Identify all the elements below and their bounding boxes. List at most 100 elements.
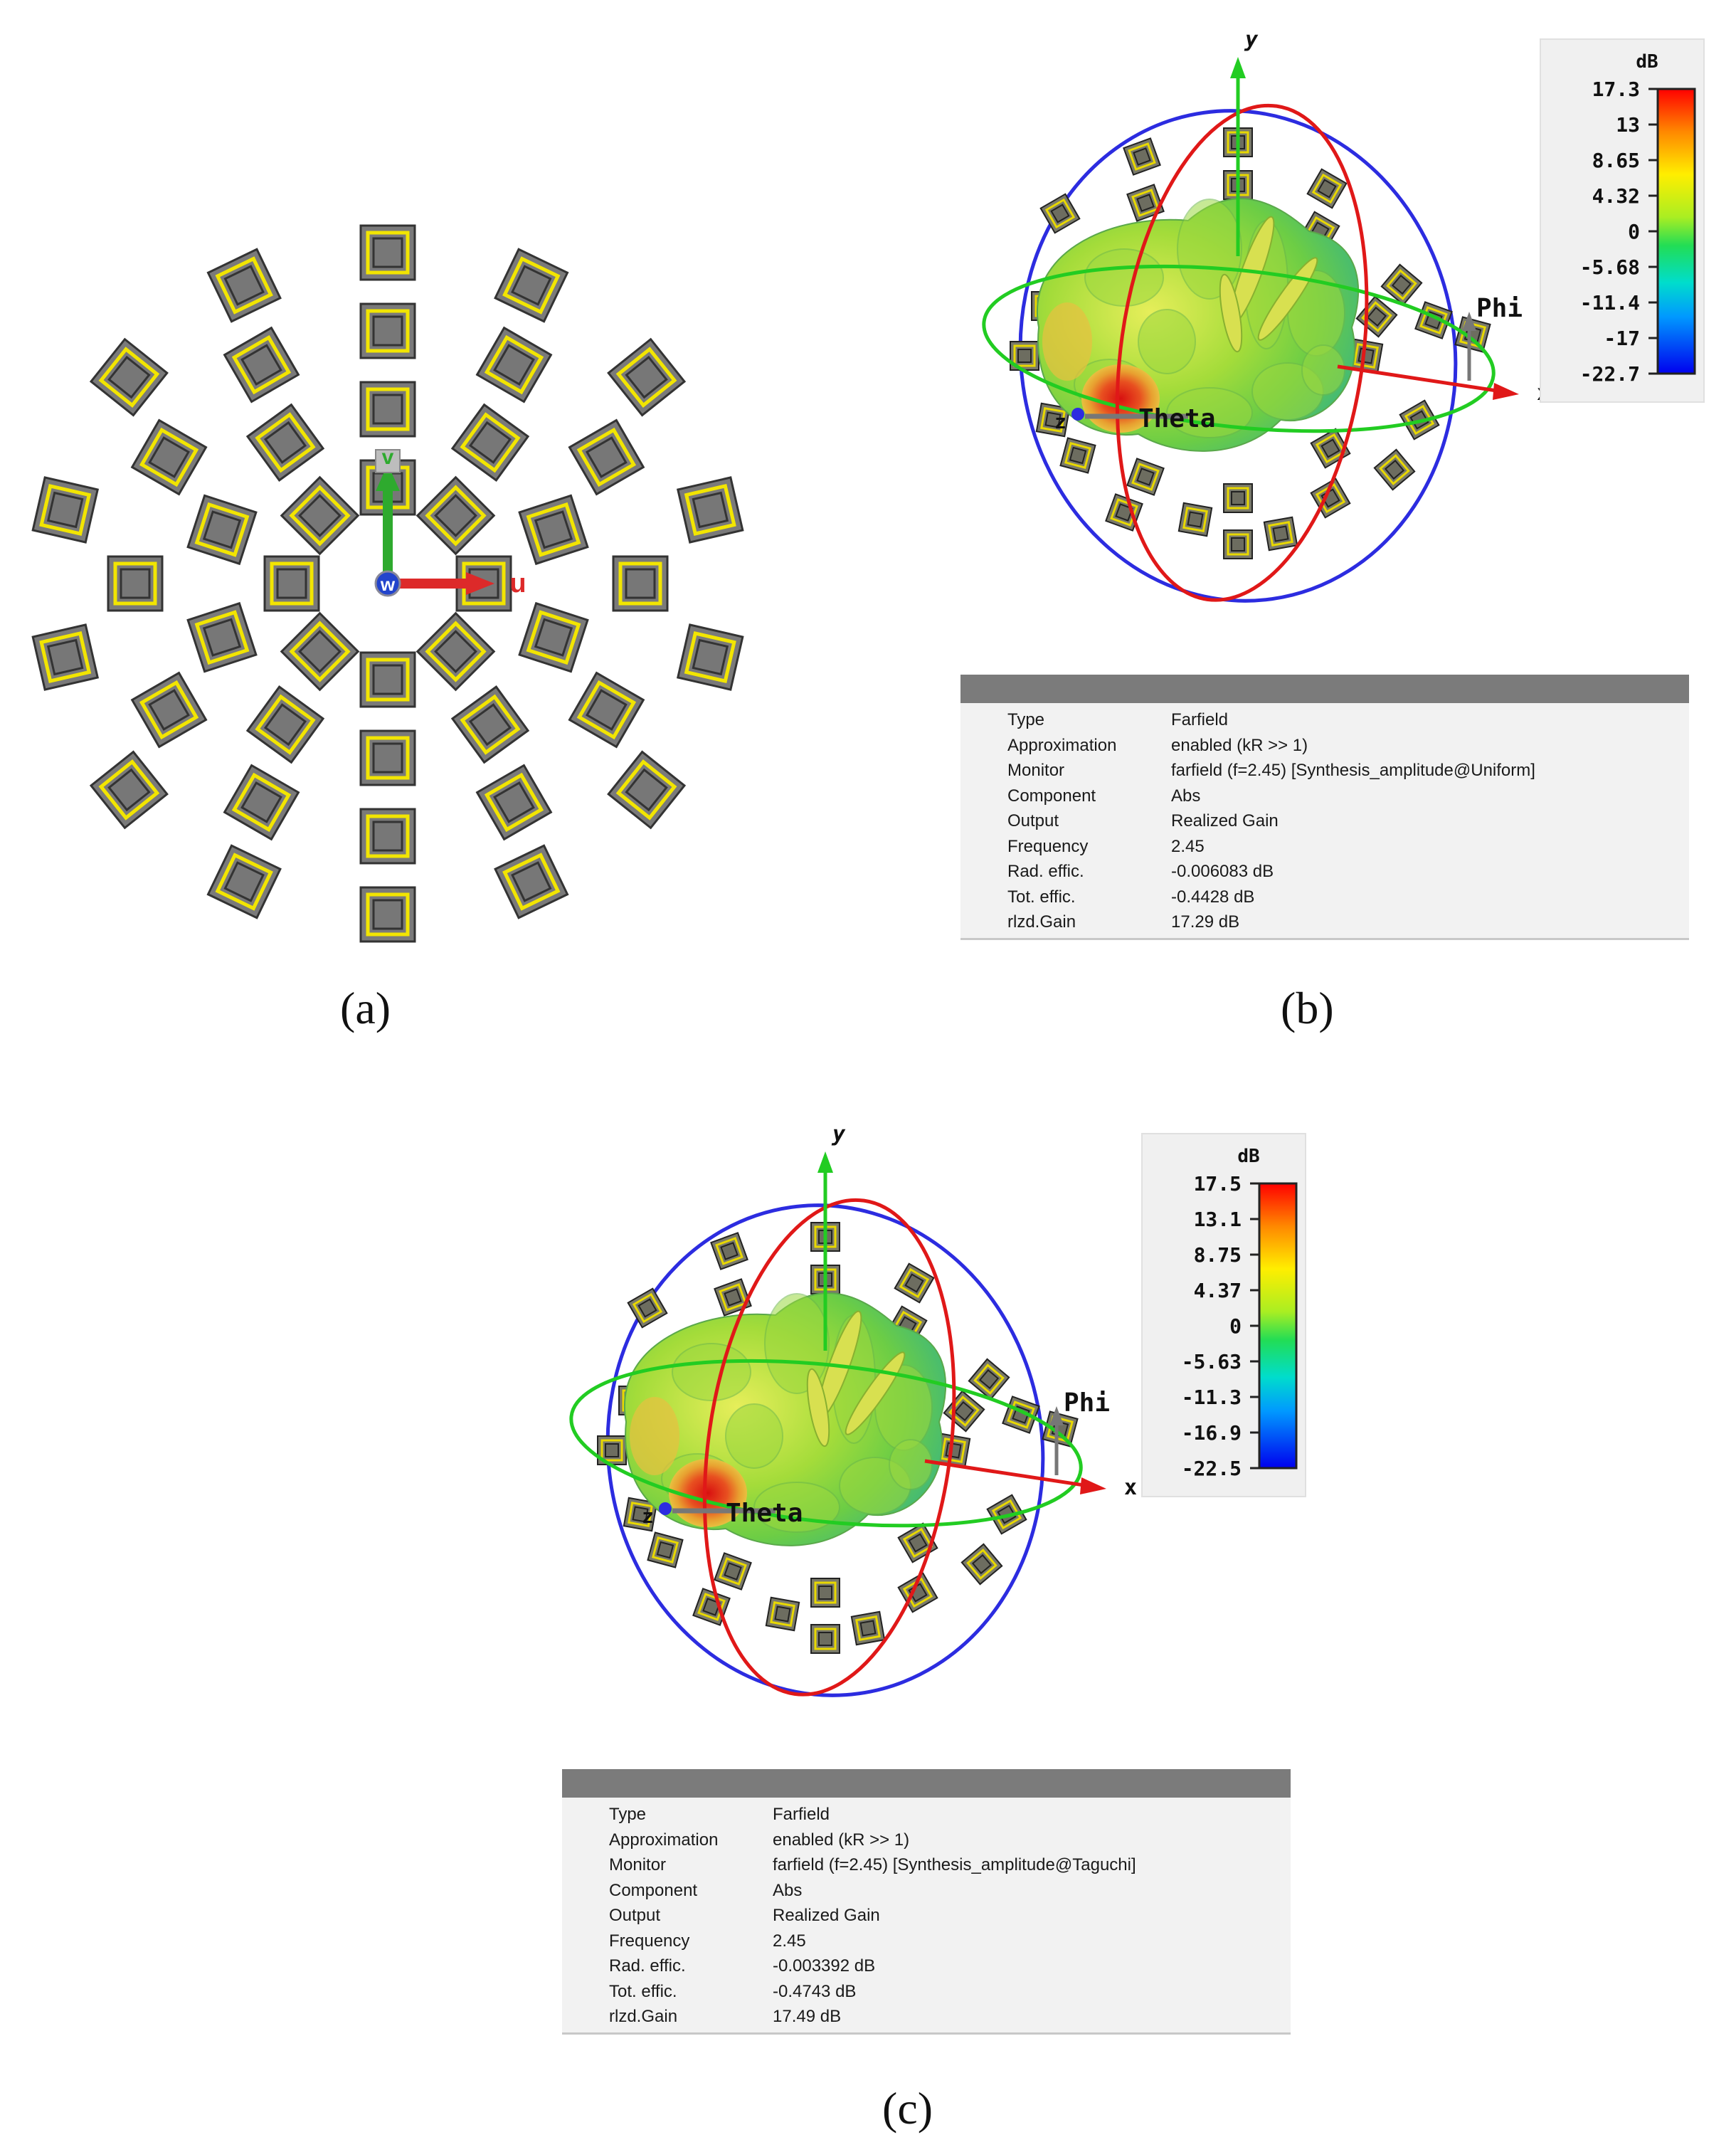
array-element: [1177, 502, 1213, 537]
array-element: [1306, 168, 1348, 209]
farfield-3d-panel-b: yxPhizThetadB17.3138.654.320-5.68-11.4-1…: [939, 27, 1736, 669]
array-element: [1059, 437, 1096, 474]
array-elements-3d: [597, 1222, 1079, 1654]
array-element: [450, 685, 530, 764]
info-value: 2.45: [773, 1931, 806, 1951]
array-element: [960, 1543, 1003, 1586]
info-box-b-header: [960, 675, 1689, 703]
array-element: [810, 1578, 840, 1608]
array-element: [89, 337, 169, 417]
color-scale-unit: dB: [1636, 51, 1658, 73]
info-label: Approximation: [1007, 735, 1117, 755]
info-box-c-header: [562, 1769, 1291, 1798]
array-element: [475, 326, 553, 404]
array-layout-svg: v u w: [31, 224, 744, 943]
color-scale-tick: -5.68: [1580, 255, 1640, 279]
array-element: [968, 1358, 1010, 1401]
x-axis-label: x: [1124, 1475, 1137, 1500]
w-axis: w: [374, 570, 401, 597]
array-element: [627, 1287, 668, 1329]
array-element: [1039, 193, 1081, 234]
array-element: [245, 403, 325, 482]
array-element: [206, 248, 282, 323]
color-scale-tick: 13.1: [1194, 1208, 1242, 1231]
caption-a: (a): [340, 983, 391, 1033]
info-value: -0.4428 dB: [1171, 887, 1255, 907]
array-element: [359, 381, 416, 438]
green-circle: [982, 264, 1496, 433]
array-element: [612, 555, 669, 612]
info-value: enabled (kR >> 1): [773, 1830, 910, 1850]
info-label: Frequency: [609, 1931, 690, 1951]
array-element: [623, 1497, 658, 1532]
color-scale-tick: -11.3: [1182, 1386, 1242, 1409]
info-value: -0.4743 dB: [773, 1981, 857, 2001]
info-value: Abs: [1171, 786, 1201, 806]
info-label: rlzd.Gain: [1007, 912, 1076, 932]
array-element: [518, 601, 589, 673]
info-value: Farfield: [1171, 710, 1229, 729]
array-element: [1223, 483, 1253, 513]
array-element: [1010, 341, 1039, 371]
array-element: [1223, 529, 1253, 559]
array-element: [223, 764, 300, 841]
info-value: Abs: [773, 1880, 803, 1900]
array-element: [1348, 338, 1384, 374]
green-circle: [569, 1359, 1083, 1528]
array-element: [359, 808, 416, 865]
radiation-pattern: [624, 1292, 947, 1546]
array-element: [359, 302, 416, 359]
info-label: Component: [1007, 786, 1096, 806]
phi-label: Phi: [1476, 294, 1523, 323]
array-element: [31, 476, 100, 544]
color-scale-tick: 4.37: [1194, 1279, 1242, 1302]
caption-b: (b): [1281, 983, 1334, 1033]
info-label: Component: [609, 1880, 698, 1900]
array-element: [1355, 295, 1398, 338]
array-element: [765, 1596, 800, 1632]
array-element: [1414, 301, 1453, 339]
color-scale-tick: -22.5: [1182, 1457, 1242, 1480]
z-axis-label: z: [642, 1504, 654, 1528]
info-value: Farfield: [773, 1805, 830, 1824]
info-label: Type: [1007, 710, 1045, 729]
array-element: [416, 475, 496, 556]
y-axis-label: y: [1244, 28, 1259, 52]
theta-label: Theta: [726, 1499, 803, 1528]
array-element: [518, 494, 589, 566]
info-value: Realized Gain: [773, 1906, 880, 1925]
array-element: [714, 1552, 752, 1591]
info-value: 17.29 dB: [1171, 912, 1240, 932]
color-scale-tick: 17.3: [1592, 78, 1640, 101]
array-element: [494, 844, 569, 919]
info-label: Tot. effic.: [1007, 887, 1076, 907]
array-element: [1373, 448, 1416, 491]
v-axis-label: v: [382, 445, 394, 469]
phi-label: Phi: [1064, 1388, 1110, 1418]
x-axis: [924, 1459, 1089, 1488]
array-element: [475, 764, 553, 841]
color-scale-tick: -5.63: [1182, 1350, 1242, 1373]
array-element: [714, 1278, 752, 1317]
array-element: [850, 1610, 886, 1646]
array-element: [416, 611, 496, 692]
array-element: [1123, 137, 1161, 176]
info-label: Monitor: [1007, 761, 1065, 780]
array-element: [359, 651, 416, 708]
color-scale-tick: -11.4: [1580, 291, 1640, 315]
array-element: [597, 1435, 627, 1465]
array-element: [676, 623, 744, 691]
color-scale-tick: -16.9: [1182, 1421, 1242, 1445]
array-element: [359, 224, 416, 281]
array-element: [607, 337, 687, 417]
color-scale-unit: dB: [1237, 1146, 1259, 1167]
color-scale-tick: -17: [1604, 327, 1640, 350]
theta-label: Theta: [1138, 404, 1215, 433]
array-element: [186, 494, 258, 566]
info-label: Frequency: [1007, 836, 1089, 856]
array-element: [568, 418, 645, 496]
